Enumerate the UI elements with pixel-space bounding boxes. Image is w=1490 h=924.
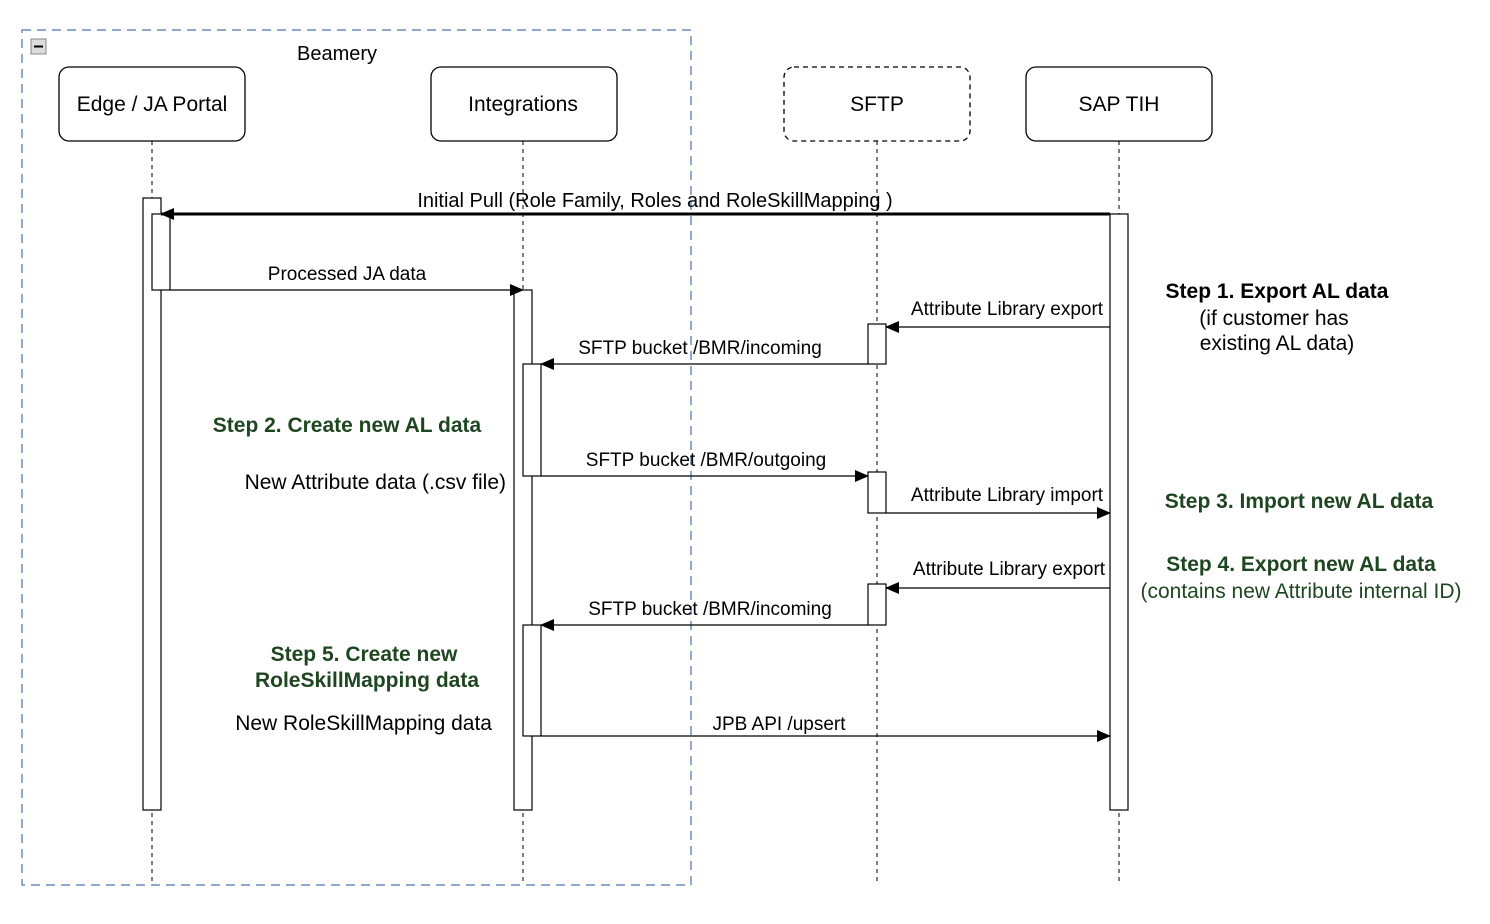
actor-integrations[interactable]: Integrations <box>430 66 618 142</box>
msg-al-export-1-label: Attribute Library export <box>911 299 1104 320</box>
actor-edge-label: Edge / JA Portal <box>77 93 228 116</box>
msg-sftp-incoming-2-label: SFTP bucket /BMR/incoming <box>588 599 832 620</box>
note-new-attribute-data: New Attribute data (.csv file) <box>245 471 506 494</box>
step5-line1: Step 5. Create new <box>271 643 458 666</box>
step3-label: Step 3. Import new AL data <box>1165 490 1434 513</box>
activation-sftp-3 <box>867 583 887 626</box>
note-new-rsm-data: New RoleSkillMapping data <box>235 712 492 735</box>
msg-jpb-api-label: JPB API /upsert <box>712 714 846 735</box>
actor-sftp[interactable]: SFTP <box>783 66 971 142</box>
group-title: Beamery <box>297 43 377 65</box>
msg-al-export-2-label: Attribute Library export <box>913 559 1106 580</box>
step1-title: Step 1. Export AL data <box>1166 280 1389 303</box>
collapse-toggle[interactable] <box>30 38 47 55</box>
actor-sftp-label: SFTP <box>850 93 904 116</box>
activation-sftp-1 <box>867 323 887 365</box>
activation-edge-main <box>142 197 162 811</box>
step2-label: Step 2. Create new AL data <box>213 414 482 437</box>
step1-line1: (if customer has <box>1199 307 1348 330</box>
msg-sftp-incoming-1-label: SFTP bucket /BMR/incoming <box>578 338 822 359</box>
actor-integrations-label: Integrations <box>468 93 578 116</box>
step4-sub: (contains new Attribute internal ID) <box>1141 580 1462 603</box>
step1-line2: existing AL data) <box>1200 332 1355 355</box>
step4-title: Step 4. Export new AL data <box>1166 553 1436 576</box>
actor-edge-portal[interactable]: Edge / JA Portal <box>58 66 246 142</box>
activation-integrations-1 <box>522 363 542 477</box>
activation-sftp-2 <box>867 471 887 514</box>
actor-sap[interactable]: SAP TIH <box>1025 66 1213 142</box>
msg-al-import-label: Attribute Library import <box>911 485 1104 506</box>
activation-integrations-2 <box>522 624 542 737</box>
beamery-group-frame <box>21 29 692 886</box>
activation-sap-main <box>1109 213 1129 811</box>
activation-edge-nested <box>151 213 171 291</box>
msg-sftp-outgoing-label: SFTP bucket /BMR/outgoing <box>586 450 826 471</box>
msg-processed-ja-label: Processed JA data <box>268 264 427 285</box>
msg-initial-pull-label: Initial Pull (Role Family, Roles and Rol… <box>417 190 892 212</box>
actor-sap-label: SAP TIH <box>1079 93 1160 116</box>
step5-line2: RoleSkillMapping data <box>255 669 479 692</box>
